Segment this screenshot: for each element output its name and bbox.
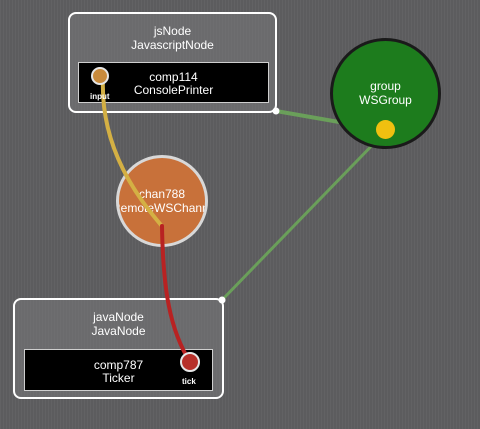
binding-wire-input[interactable] xyxy=(100,76,163,227)
java-node-type: JavaNode xyxy=(91,324,146,338)
js-node-name: jsNode xyxy=(153,24,192,38)
input-port-label: input xyxy=(90,92,110,101)
group-type: WSGroup xyxy=(359,93,412,107)
component-name: comp114 xyxy=(149,70,198,84)
component-type: ConsolePrinter xyxy=(133,83,214,97)
tick-port[interactable] xyxy=(180,352,200,372)
java-node-name: javaNode xyxy=(93,310,144,324)
group-wire-javanode[interactable] xyxy=(220,130,387,302)
js-node[interactable]: jsNode JavascriptNode comp114 ConsolePri… xyxy=(68,12,277,113)
java-node[interactable]: javaNode JavaNode comp787 Ticker xyxy=(13,298,224,399)
component-comp114[interactable]: comp114 ConsolePrinter xyxy=(78,62,269,103)
js-node-type: JavascriptNode xyxy=(131,38,214,52)
channel-name: chan788 xyxy=(138,187,186,201)
group-port[interactable] xyxy=(376,120,395,139)
component-name: comp787 xyxy=(93,358,144,372)
java-node-anchor xyxy=(218,296,226,304)
group-name: group xyxy=(370,79,401,93)
channel-type: RemoteWSChannel xyxy=(116,201,208,215)
binding-wire-tick[interactable] xyxy=(160,224,192,364)
tick-port-label: tick xyxy=(182,377,196,386)
js-node-anchor xyxy=(272,107,280,115)
component-type: Ticker xyxy=(102,371,135,385)
input-port[interactable] xyxy=(91,67,109,85)
